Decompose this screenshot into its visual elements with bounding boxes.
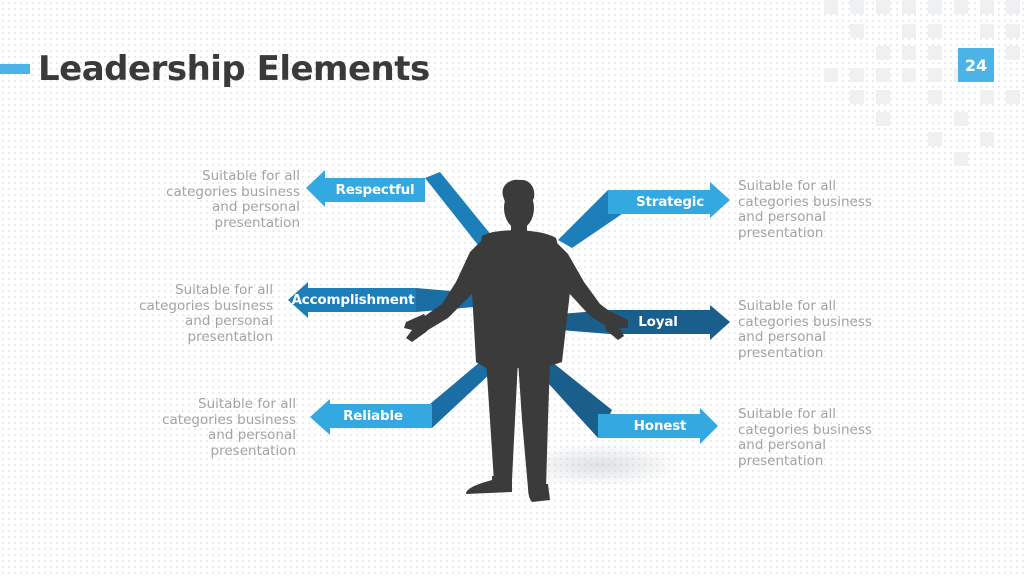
description-honest: Suitable for all categories business and… — [738, 406, 872, 469]
title-accent-bar — [0, 64, 30, 74]
arrow-honest — [538, 362, 718, 444]
description-respectful: Suitable for all categories business and… — [166, 168, 300, 231]
label-strategic: Strategic — [635, 194, 705, 210]
description-reliable: Suitable for all categories business and… — [162, 396, 296, 459]
figure-shadow — [515, 443, 685, 487]
label-loyal: Loyal — [638, 314, 678, 330]
label-respectful: Respectful — [335, 182, 415, 198]
page-number-badge: 24 — [958, 48, 994, 82]
description-loyal: Suitable for all categories business and… — [738, 298, 872, 361]
arrow-respectful — [306, 170, 492, 245]
label-reliable: Reliable — [343, 408, 403, 424]
slide-title: Leadership Elements — [38, 49, 430, 89]
person-silhouette-icon — [404, 179, 628, 502]
description-strategic: Suitable for all categories business and… — [738, 178, 872, 241]
label-honest: Honest — [633, 418, 687, 434]
arrow-reliable — [310, 362, 492, 435]
arrow-strategic — [558, 182, 730, 248]
label-accomplishment: Accomplishment — [291, 292, 415, 308]
description-accomplishment: Suitable for all categories business and… — [139, 282, 273, 345]
